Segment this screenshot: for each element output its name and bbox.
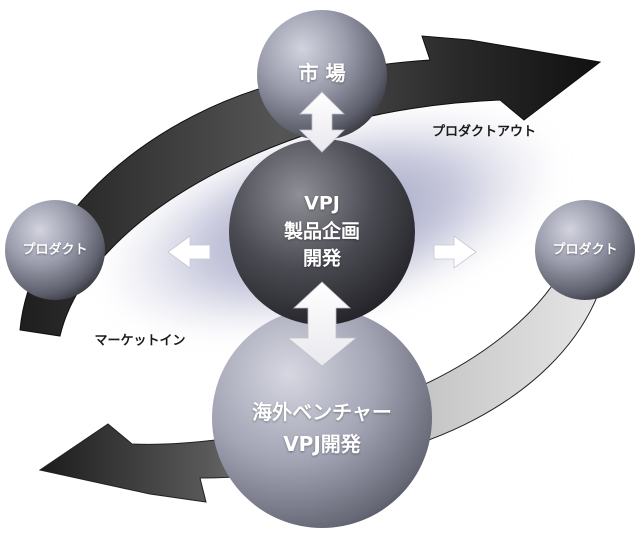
center-vpj-sphere xyxy=(229,139,415,325)
product-right-sphere xyxy=(535,200,635,300)
arrow-to-product-left xyxy=(167,235,211,269)
center-label-line-1: VPJ xyxy=(304,192,340,215)
center-label: VPJ 製品企画 開発 xyxy=(284,191,360,274)
overseas-label-line-2: VPJ開発 xyxy=(283,432,361,456)
product-left-label: プロダクト xyxy=(22,242,88,258)
overseas-venture-label: 海外ベンチャー VPJ開発 xyxy=(252,396,392,460)
product-left-sphere xyxy=(5,200,105,300)
product-out-label: プロダクトアウト xyxy=(431,124,537,140)
market-label: 市 場 xyxy=(298,61,346,85)
double-arrow-center-overseas xyxy=(286,281,358,367)
product-right-label: プロダクト xyxy=(552,242,618,258)
double-arrow-market-center xyxy=(299,91,345,153)
center-label-line-3: 開発 xyxy=(302,247,342,270)
market-sphere xyxy=(257,10,387,140)
market-in-label: マーケットイン xyxy=(94,333,186,349)
overseas-label-line-1: 海外ベンチャー xyxy=(252,400,392,424)
overseas-venture-sphere xyxy=(212,308,432,528)
arrow-to-product-right xyxy=(433,235,477,269)
center-label-line-2: 製品企画 xyxy=(283,220,361,243)
